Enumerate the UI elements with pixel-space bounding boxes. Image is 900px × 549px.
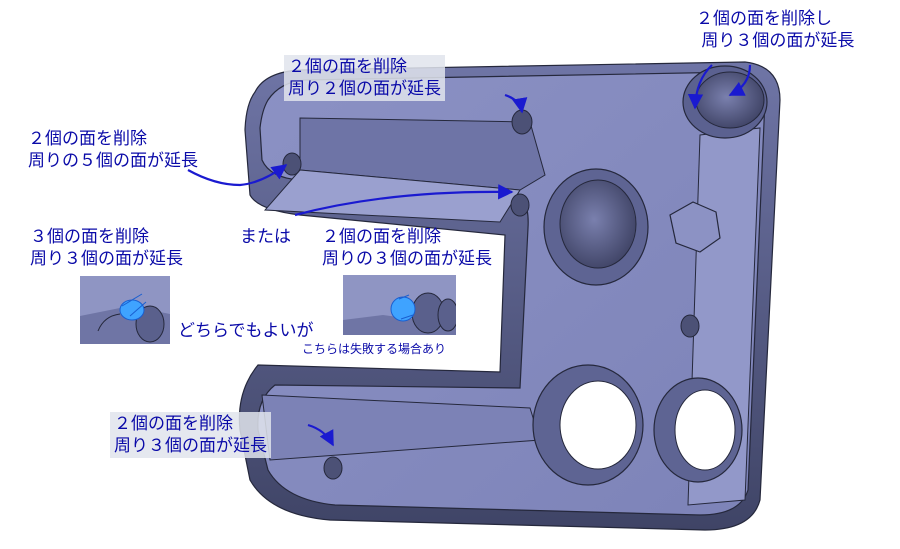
hex-socket[interactable] <box>669 201 721 253</box>
annotation-arrows <box>187 64 752 447</box>
arrow-top-center <box>504 93 528 114</box>
arrow-bottom-left <box>307 423 334 447</box>
mid-inset-view <box>343 275 456 335</box>
annotation-left-upper: ２個の面を削除 周りの５個の面が延長 <box>28 129 198 171</box>
arrow-top-right-1 <box>687 64 713 110</box>
small-hole-top[interactable] <box>511 109 533 135</box>
annotation-mid-inset-caption: ２個の面を削除 周りの３個の面が延長 <box>322 227 492 269</box>
counterbore-hole-upper[interactable] <box>543 168 649 286</box>
arrow-or <box>294 184 514 217</box>
selected-cylinder-face-icon <box>390 294 416 322</box>
annotation-or: または <box>240 227 291 247</box>
small-hole-left[interactable] <box>282 152 302 176</box>
small-hole-right[interactable] <box>680 314 700 338</box>
counterbore-hole-lower-right[interactable] <box>653 377 743 483</box>
annotation-left-inset-caption: ３個の面を削除 周り３個の面が延長 <box>30 227 183 269</box>
selected-cylinder-face-icon <box>119 293 147 321</box>
annotation-either-ok: どちらでもよいが <box>178 321 314 341</box>
arrow-left-upper <box>187 164 288 187</box>
annotation-top-right: ２個の面を削除し 周り３個の面が延長 <box>696 9 855 51</box>
corner-hole-top-right[interactable] <box>682 65 768 139</box>
annotation-this-fails: こちらは失敗する場合あり <box>302 342 447 356</box>
small-hole-bottom[interactable] <box>323 456 343 480</box>
small-hole-slot[interactable] <box>510 193 530 217</box>
arrow-top-right-2 <box>728 64 752 96</box>
annotation-bottom-left: ２個の面を削除 周り３個の面が延長 <box>110 412 271 458</box>
counterbore-hole-lower-left[interactable] <box>532 364 644 486</box>
slot-floor <box>263 169 521 223</box>
cad-part[interactable] <box>238 61 781 531</box>
left-inset-view <box>80 276 170 344</box>
annotation-top-center: ２個の面を削除 周り２個の面が延長 <box>284 55 445 101</box>
